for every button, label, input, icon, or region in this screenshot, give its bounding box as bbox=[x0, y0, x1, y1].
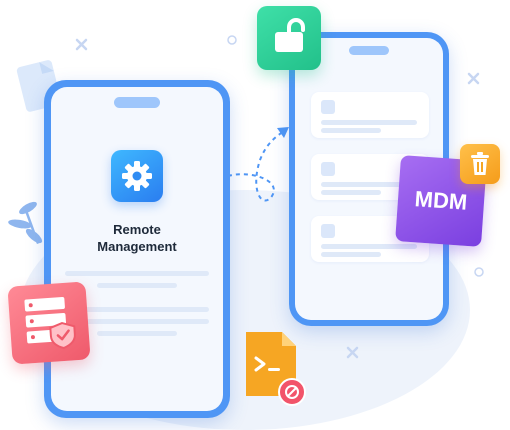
placeholder-line bbox=[97, 283, 177, 288]
mdm-label: MDM bbox=[413, 186, 469, 215]
blocked-icon bbox=[278, 378, 306, 406]
placeholder-line bbox=[97, 331, 177, 336]
cross-mark-top bbox=[75, 38, 88, 51]
small-circle bbox=[227, 35, 237, 45]
remote-management-title: Remote Management bbox=[61, 221, 213, 255]
left-phone: Remote Management bbox=[44, 80, 230, 418]
title-line-1: Remote bbox=[113, 222, 161, 237]
plant-leaves-icon bbox=[8, 201, 43, 244]
placeholder-line bbox=[65, 271, 209, 276]
server-shield-icon[interactable] bbox=[7, 281, 91, 365]
small-circle bbox=[474, 267, 484, 277]
title-line-2: Management bbox=[97, 239, 177, 254]
trash-icon[interactable] bbox=[460, 144, 500, 184]
list-card[interactable] bbox=[311, 92, 429, 138]
right-phone-notch bbox=[349, 46, 389, 55]
left-phone-notch bbox=[114, 97, 160, 108]
placeholder-line bbox=[65, 307, 209, 312]
placeholder-line bbox=[65, 319, 209, 324]
arrow-head-icon bbox=[277, 127, 289, 138]
dashed-arrow bbox=[227, 129, 287, 202]
unlocked-padlock-icon[interactable] bbox=[257, 6, 321, 70]
left-phone-screen: Remote Management bbox=[51, 87, 223, 411]
gear-icon[interactable] bbox=[111, 150, 163, 202]
cross-mark-right bbox=[467, 72, 480, 85]
cross-mark-bottom bbox=[346, 346, 359, 359]
